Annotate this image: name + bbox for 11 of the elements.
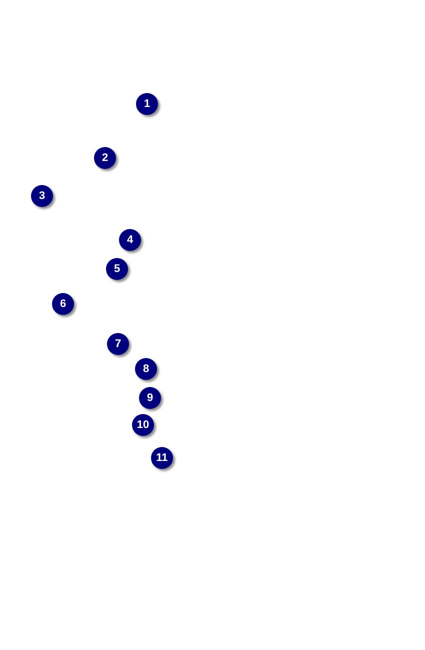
callout-number: 10: [132, 414, 154, 436]
callout-number: 2: [94, 147, 116, 169]
callout-number: 4: [119, 229, 141, 251]
callout-number: 5: [106, 258, 128, 280]
callout-number: 1: [136, 93, 158, 115]
callout-number: 8: [135, 358, 157, 380]
callout-number: 3: [31, 185, 53, 207]
callout-number: 11: [151, 447, 173, 469]
callout-number: 7: [107, 333, 129, 355]
callout-number: 6: [52, 293, 74, 315]
callout-number: 9: [139, 387, 161, 409]
